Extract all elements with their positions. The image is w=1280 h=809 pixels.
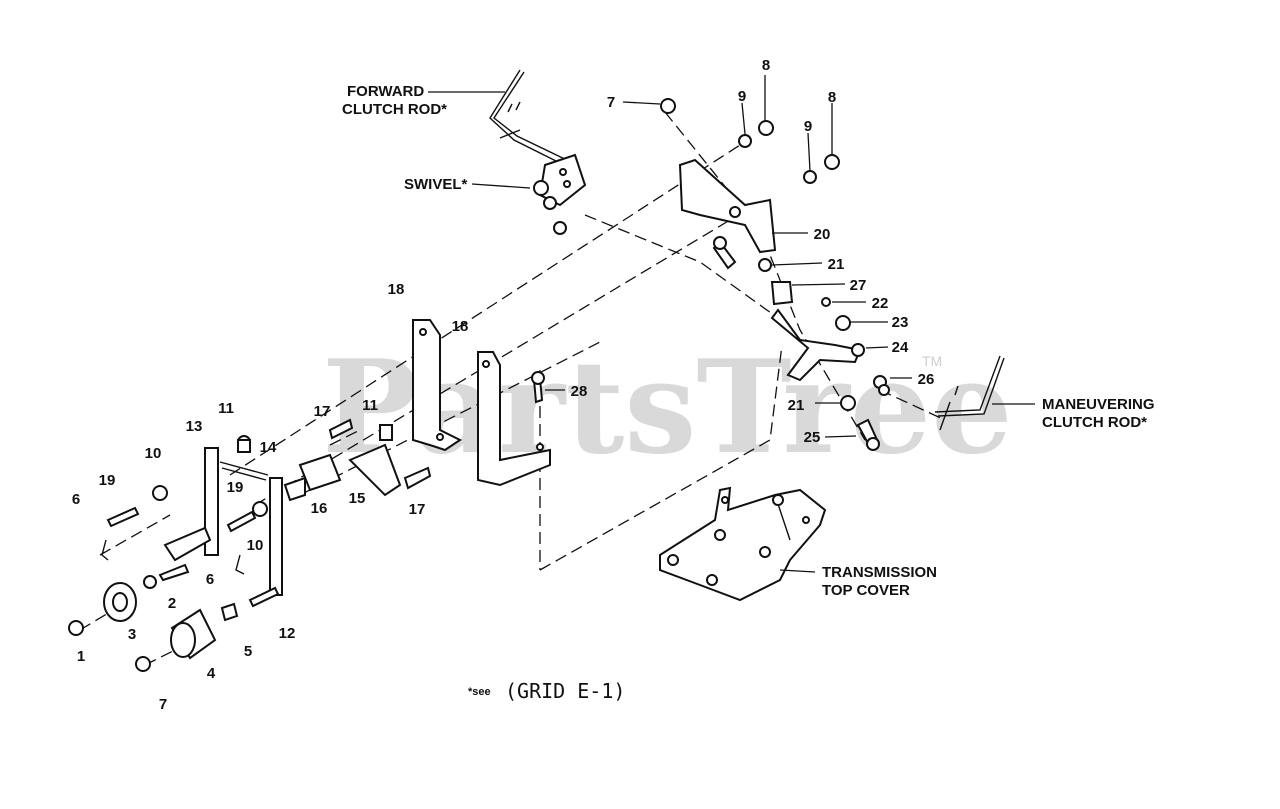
- callout-14: 14: [260, 439, 277, 456]
- callout-13: 13: [186, 418, 203, 435]
- callout-17-left: 17: [314, 403, 331, 420]
- callout-3: 3: [128, 626, 136, 643]
- callout-21-bottom: 21: [788, 397, 805, 414]
- callout-19-left: 19: [99, 472, 116, 489]
- callout-25: 25: [804, 429, 821, 446]
- footnote: *see (GRID E-1): [468, 679, 625, 703]
- maneuvering-clutch-rod-label-line1: MANEUVERING: [1042, 396, 1155, 413]
- forward-clutch-rod-label-line1: FORWARD: [347, 83, 424, 100]
- callout-5: 5: [244, 643, 252, 660]
- swivel-label: SWIVEL*: [404, 176, 468, 193]
- brackets-18: [412, 319, 551, 487]
- callout-24: 24: [892, 339, 909, 356]
- callout-12: 12: [279, 625, 296, 642]
- callout-2: 2: [168, 595, 176, 612]
- callout-27: 27: [850, 277, 867, 294]
- assembly-lines: [79, 111, 946, 666]
- callout-15: 15: [349, 490, 366, 507]
- callout-10-left: 10: [145, 445, 162, 462]
- callout-4: 4: [207, 665, 216, 682]
- maneuvering-clutch-rod-label-line2: CLUTCH ROD*: [1042, 414, 1147, 431]
- callout-numbers: 1 2 3 4 5 6 6 7 7 8 8 9 9 10 10 11 11 12…: [72, 57, 935, 713]
- transmission-top-cover-label-line2: TOP COVER: [822, 582, 910, 599]
- watermark-trademark: TM: [922, 353, 942, 369]
- callout-8-left: 8: [762, 57, 770, 74]
- callout-18-right: 18: [452, 318, 469, 335]
- footnote-text: (GRID E-1): [505, 679, 625, 703]
- callout-6-left: 6: [72, 491, 80, 508]
- callout-17-right: 17: [409, 501, 426, 518]
- upper-bracket: [660, 98, 840, 270]
- callout-28: 28: [571, 383, 588, 400]
- callout-16: 16: [311, 500, 328, 517]
- callout-8-right: 8: [828, 89, 836, 106]
- maneuvering-clutch-rod: [934, 355, 1005, 431]
- footnote-prefix: *see: [468, 686, 491, 698]
- left-assembly: [68, 418, 432, 672]
- callout-23: 23: [892, 314, 909, 331]
- callout-1: 1: [77, 648, 85, 665]
- swivel-part: [533, 153, 587, 235]
- callout-20: 20: [814, 226, 831, 243]
- callout-9-right: 9: [804, 118, 812, 135]
- leader-lines: [428, 75, 1035, 573]
- callout-22: 22: [872, 295, 889, 312]
- callout-10-center: 10: [247, 537, 264, 554]
- callout-18-left: 18: [388, 281, 405, 298]
- linkage-parts: [758, 258, 890, 451]
- callout-9-left: 9: [738, 88, 746, 105]
- callout-21-top: 21: [828, 256, 845, 273]
- callout-11-center: 11: [362, 397, 378, 414]
- forward-clutch-rod: [489, 69, 574, 169]
- transmission-top-cover: [659, 486, 827, 602]
- callout-7-bottom: 7: [159, 696, 167, 713]
- callout-19-center: 19: [227, 479, 244, 496]
- forward-clutch-rod-label-line2: CLUTCH ROD*: [342, 101, 447, 118]
- captions: FORWARD CLUTCH ROD* SWIVEL* MANEUVERING …: [342, 83, 1155, 599]
- transmission-top-cover-label-line1: TRANSMISSION: [822, 564, 937, 581]
- callout-26: 26: [918, 371, 935, 388]
- callout-7-top: 7: [607, 94, 615, 111]
- callout-11-left: 11: [218, 400, 234, 417]
- callout-6-center: 6: [206, 571, 214, 588]
